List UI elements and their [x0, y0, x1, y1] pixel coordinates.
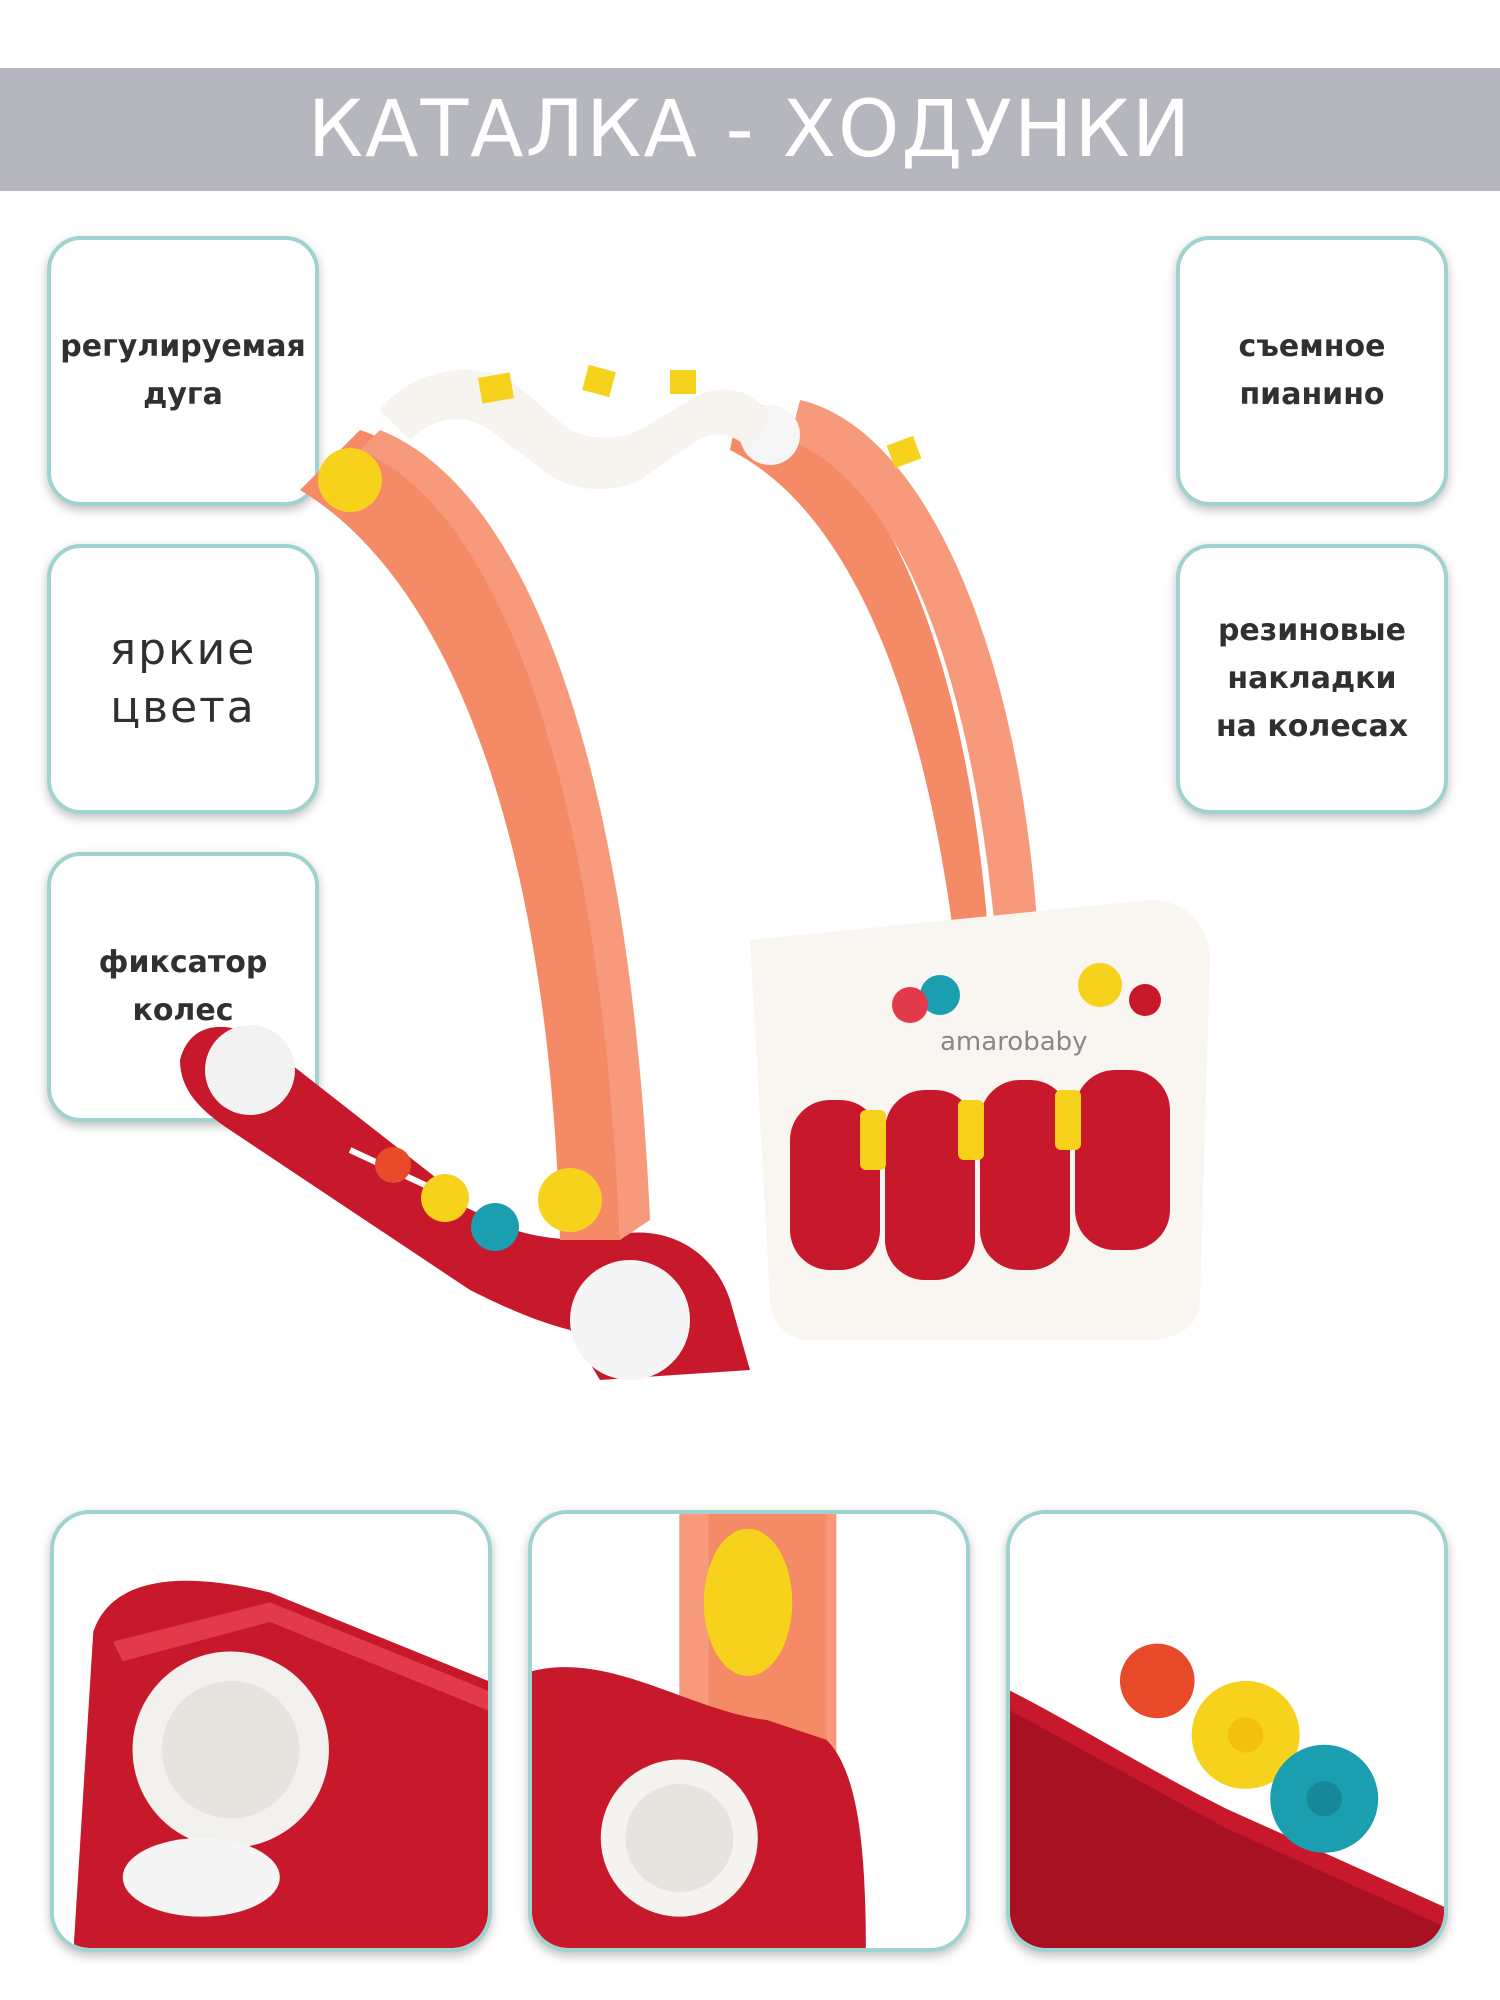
brand-label: amarobaby [940, 1027, 1088, 1057]
title-banner: КАТАЛКА - ХОДУНКИ [0, 68, 1500, 191]
feature-card-bright-colors: яркие цвета [47, 544, 319, 814]
walker-illustration: amarobaby [180, 364, 1210, 1380]
feature-label: фиксатор колес [98, 945, 268, 1028]
feature-card-adjustable-arch: регулируемая дуга [47, 236, 319, 506]
page-title: КАТАЛКА - ХОДУНКИ [307, 84, 1193, 175]
detail-arm-joint-photo [528, 1510, 970, 1952]
feature-card-rubber-wheels: резиновые накладки на колесах [1176, 544, 1448, 814]
wheel-closeup-illustration [54, 1514, 488, 1948]
product-walker-image: amarobaby [150, 340, 1350, 1500]
feature-label: резиновые накладки на колесах [1215, 613, 1409, 744]
beads-closeup-illustration [1010, 1514, 1444, 1948]
feature-label: яркие цвета [109, 624, 257, 733]
detail-abacus-beads-photo [1006, 1510, 1448, 1952]
feature-card-removable-piano: съемное пианино [1176, 236, 1448, 506]
feature-label: съемное пианино [1238, 329, 1386, 412]
detail-wheel-lock-photo [50, 1510, 492, 1952]
joint-closeup-illustration [532, 1514, 966, 1948]
feature-label: регулируемая дуга [60, 329, 306, 412]
